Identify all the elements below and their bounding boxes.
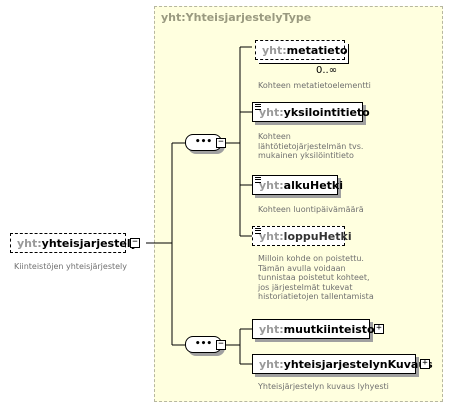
plus-toggle-icon: + — [422, 358, 428, 368]
simple-content-lines-icon — [255, 228, 261, 234]
yhteisjarjestelynKuvaus-documentation: Yhteisjärjestelyn kuvaus lyhyesti — [258, 382, 389, 391]
element-yksilointitieto[interactable]: yht:yksilointitieto — [252, 102, 370, 122]
metatieto-name: metatieto — [286, 43, 348, 57]
loppuHetki-doc-line: historiatietojen tallentamista — [258, 292, 374, 301]
element-metatieto[interactable]: yht:metatieto — [255, 40, 348, 60]
element-muutkiinteistot[interactable]: yht:muutkiinteistot — [252, 319, 380, 339]
loppuHetki-doc-line: Tämän avulla voidaan — [258, 263, 346, 273]
metatieto-namespace: yht: — [262, 43, 287, 57]
yhteisjarjestelynKuvaus-expand-toggle[interactable]: + — [420, 359, 430, 369]
element-loppuHetki[interactable]: yht:loppuHetki — [252, 226, 352, 246]
metatieto-occurrence: 0..∞ — [316, 65, 338, 76]
alkuHetki-documentation: Kohteen luontipäivämäärä — [258, 205, 364, 214]
plus-toggle-icon: + — [376, 323, 382, 333]
alkuHetki-name: alkuHetki — [283, 178, 344, 192]
yksilointitieto-documentation: Kohteen lähtötietojärjestelmän tvs. muka… — [258, 132, 363, 161]
sequence-compositor-icon: ••• — [194, 137, 213, 147]
minus-toggle-icon: − — [132, 237, 138, 247]
element-yhteisjarjestelynKuvaus[interactable]: yht:yhteisjarjestelynKuvaus — [252, 354, 433, 374]
loppuHetki-doc-line: Milloin kohde on poistettu. — [258, 254, 364, 263]
root-collapse-toggle[interactable]: − — [130, 238, 140, 248]
sequence-compositor-icon: ••• — [194, 339, 213, 349]
muutkiinteistot-name: muutkiinteistot — [283, 322, 380, 336]
root-element-yhteisjarjestely[interactable]: yht:yhteisjarjestely — [10, 233, 138, 253]
complex-type-title: yht:YhteisjarjestelyType — [161, 11, 312, 24]
metatieto-documentation: Kohteen metatietoelementti — [258, 81, 371, 90]
alkuHetki-namespace: yht: — [259, 178, 284, 192]
root-documentation: Kiinteistöjen yhteisjärjestely — [14, 262, 127, 271]
yhteisjarjestelynKuvaus-namespace: yht: — [259, 357, 284, 371]
root-namespace: yht: — [17, 236, 42, 250]
sequence-compositor-1[interactable]: ••• — [185, 134, 222, 151]
element-alkuHetki[interactable]: yht:alkuHetki — [252, 175, 343, 195]
muutkiinteistot-namespace: yht: — [259, 322, 284, 336]
simple-content-lines-icon — [255, 177, 261, 183]
simple-content-lines-icon — [255, 104, 261, 110]
muutkiinteistot-expand-toggle[interactable]: + — [374, 324, 384, 334]
loppuHetki-name: loppuHetki — [283, 229, 352, 243]
root-element-name: yhteisjarjestely — [41, 236, 138, 250]
loppuHetki-namespace: yht: — [259, 229, 284, 243]
yksilointitieto-name: yksilointitieto — [283, 105, 370, 119]
loppuHetki-documentation: Milloin kohde on poistettu. Tämän avulla… — [258, 254, 374, 302]
sequence-2-collapse-toggle[interactable]: − — [216, 340, 226, 350]
yksilointitieto-doc-line: mukainen yksilöintitieto — [258, 151, 354, 160]
minus-toggle-icon: − — [218, 339, 224, 349]
loppuHetki-doc-line: jos järjestelmät tukevat — [258, 282, 353, 292]
yksilointitieto-namespace: yht: — [259, 105, 284, 119]
yhteisjarjestelynKuvaus-name: yhteisjarjestelynKuvaus — [283, 357, 433, 371]
loppuHetki-doc-line: tunnistaa poistetut kohteet, — [258, 273, 370, 282]
minus-toggle-icon: − — [218, 137, 224, 147]
yksilointitieto-doc-line: lähtötietojärjestelmän tvs. — [258, 141, 364, 151]
sequence-1-collapse-toggle[interactable]: − — [216, 138, 226, 148]
yksilointitieto-doc-line: Kohteen — [258, 132, 291, 141]
